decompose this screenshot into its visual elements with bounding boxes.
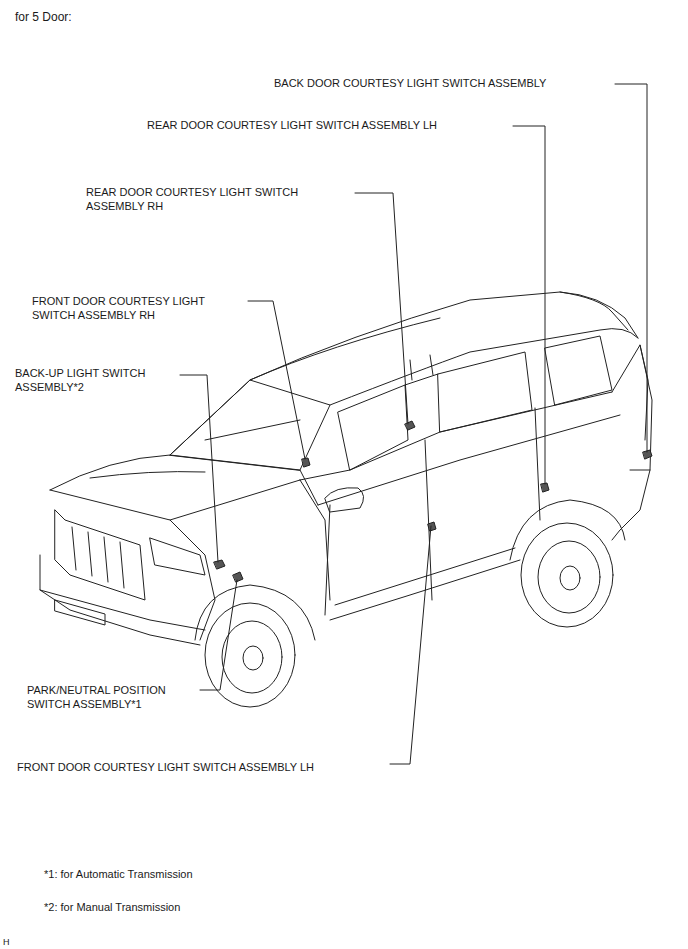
part-name: BACK DOOR COURTESY LIGHT SWITCH ASSEMBLY xyxy=(274,77,546,91)
part-name: REAR DOOR COURTESY LIGHT SWITCH ASSEMBLY… xyxy=(86,186,326,213)
part-name: REAR DOOR COURTESY LIGHT SWITCH ASSEMBLY… xyxy=(147,119,437,133)
part-name: FRONT DOOR COURTESY LIGHT SWITCH ASSEMBL… xyxy=(17,761,314,775)
page-marker: H xyxy=(3,936,10,949)
footnote: *2: for Manual Transmission xyxy=(44,901,180,915)
footnote: *1: for Automatic Transmission xyxy=(44,868,193,882)
part-name: BACK-UP LIGHT SWITCH ASSEMBLY*2 xyxy=(15,367,165,394)
part-name: PARK/NEUTRAL POSITION SWITCH ASSEMBLY*1 xyxy=(27,684,192,711)
part-name: FRONT DOOR COURTESY LIGHT SWITCH ASSEMBL… xyxy=(32,295,232,322)
page-heading: for 5 Door: xyxy=(15,11,72,25)
